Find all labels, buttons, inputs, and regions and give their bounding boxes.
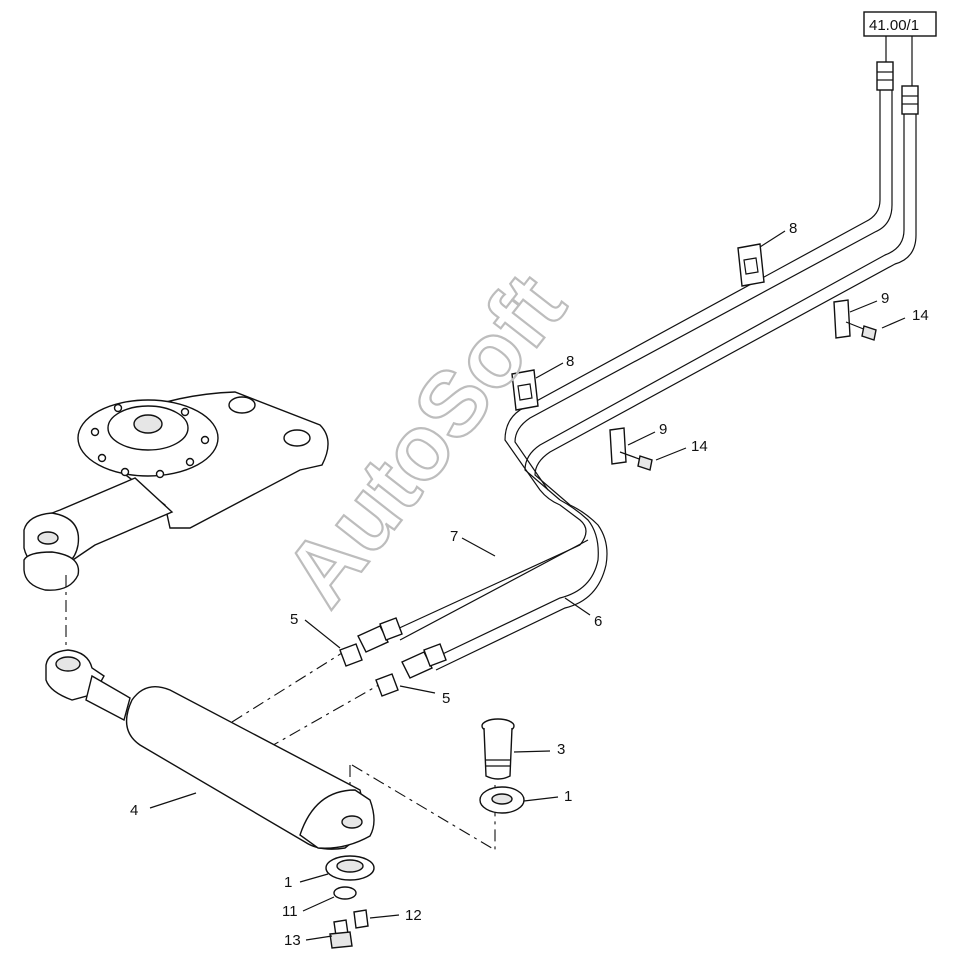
- callout-1-right: 1: [564, 788, 572, 805]
- hydraulic-cylinder-4: [45, 649, 375, 850]
- hose-7: [394, 72, 893, 641]
- steering-arm-bracket: [23, 391, 329, 591]
- callout-5-upper: 5: [290, 611, 298, 628]
- callout-13: 13: [284, 932, 301, 949]
- reference-label: 41.00/1: [869, 17, 919, 34]
- hose-end-fitting-top-1: [876, 61, 894, 91]
- callout-5-lower: 5: [442, 690, 450, 707]
- hose-clamp-8-upper: [737, 243, 765, 287]
- callout-8-upper: 8: [789, 220, 797, 237]
- circlip-11: [333, 886, 357, 900]
- grease-nipple-12: [353, 909, 369, 929]
- callout-4: 4: [130, 802, 138, 819]
- adapter-fitting-5-lower: [375, 643, 447, 697]
- callout-11: 11: [282, 903, 298, 920]
- callout-1-bottom: 1: [284, 874, 292, 891]
- callout-12: 12: [405, 907, 422, 924]
- washer-1-upper: [479, 786, 525, 814]
- callout-9-upper: 9: [881, 290, 889, 307]
- callout-leaders: [149, 230, 906, 941]
- callout-14-upper: 14: [912, 307, 929, 324]
- callout-6: 6: [594, 613, 602, 630]
- adapter-fitting-5-upper: [339, 617, 403, 667]
- hose-6: [429, 95, 917, 671]
- callout-7: 7: [450, 528, 458, 545]
- hose-clamp-8-lower: [511, 369, 539, 411]
- bolt-14-lower: [619, 451, 653, 471]
- callout-9-lower: 9: [659, 421, 667, 438]
- reference-box: 41.00/1: [863, 11, 937, 86]
- hose-end-fitting-top-2: [901, 85, 919, 115]
- callout-labels: 8 8 9 14 9 14 7 6 5 5 3 1 4 1 11 12 13: [130, 220, 929, 949]
- callout-8-lower: 8: [566, 353, 574, 370]
- clamp-plate-9-upper: [833, 299, 851, 339]
- clamp-plate-9-lower: [609, 427, 627, 465]
- washer-1-lower: [325, 855, 375, 881]
- callout-3: 3: [557, 741, 565, 758]
- bolt-14-upper: [845, 321, 877, 341]
- bolt-13: [329, 919, 353, 949]
- callout-14-lower: 14: [691, 438, 708, 455]
- pin-3: [481, 718, 515, 780]
